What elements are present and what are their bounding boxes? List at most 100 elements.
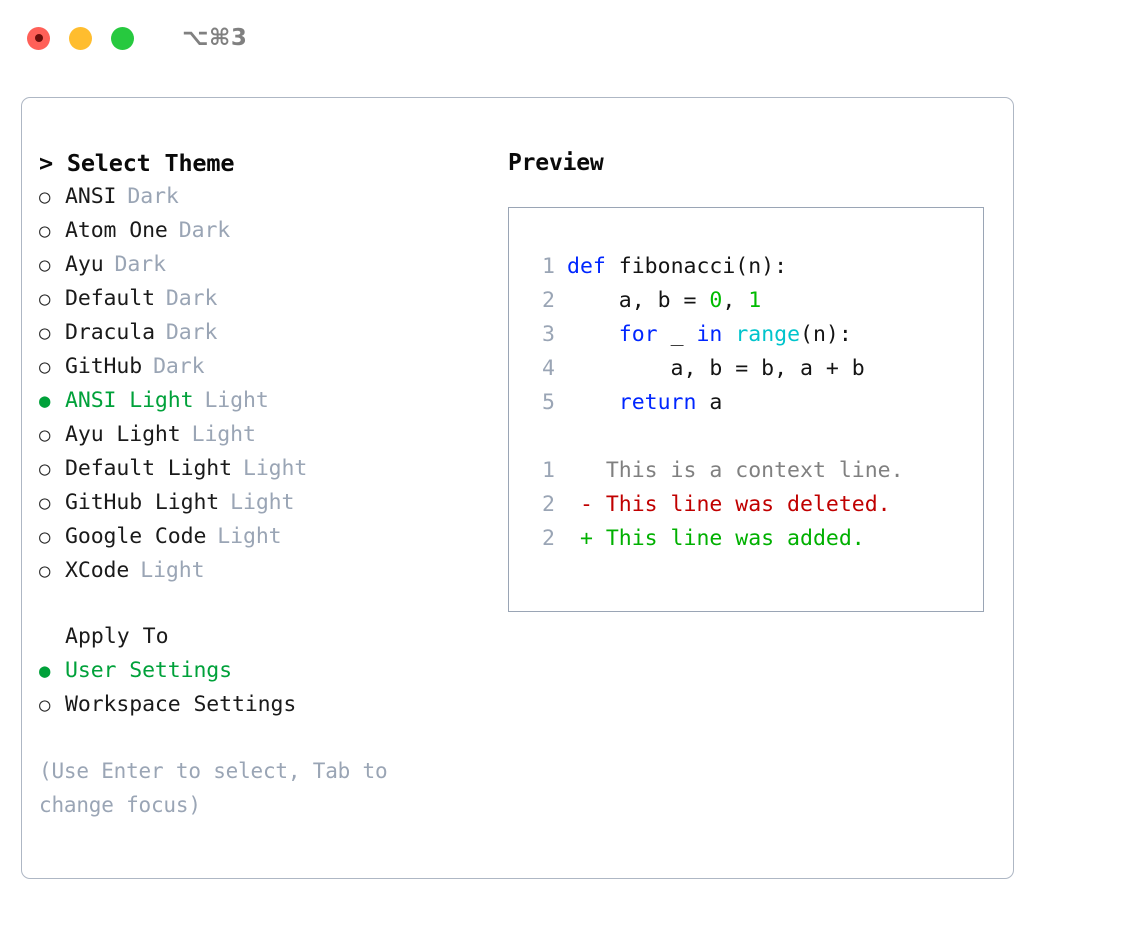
line-number: 2 bbox=[542, 288, 555, 313]
radio-unselected-icon: ○ bbox=[39, 322, 51, 344]
radio-unselected-icon: ○ bbox=[39, 288, 51, 310]
radio-unselected-icon: ○ bbox=[39, 560, 51, 582]
code-text: for _ in range(n): bbox=[567, 318, 852, 352]
option-tag: Light bbox=[242, 456, 308, 481]
option-tag: Dark bbox=[165, 286, 218, 311]
keyboard-shortcut-label: ⌥⌘3 bbox=[182, 25, 248, 51]
option-label: XCode bbox=[65, 558, 130, 583]
radio-unselected-icon: ○ bbox=[39, 458, 51, 480]
token-txt: (n): bbox=[800, 322, 852, 347]
token-kw: return bbox=[618, 390, 697, 415]
radio-unselected-icon: ○ bbox=[39, 694, 51, 716]
select-theme-heading: > Select Theme bbox=[39, 149, 235, 177]
token-txt: a, b = b, a + b bbox=[567, 356, 865, 381]
diff-text: - This line was deleted. bbox=[567, 492, 891, 517]
radio-unselected-icon: ○ bbox=[39, 356, 51, 378]
option-tag: Dark bbox=[153, 354, 205, 379]
minimize-button[interactable] bbox=[69, 26, 92, 50]
theme-option-atom-one[interactable]: ○ Atom One Dark bbox=[39, 214, 502, 248]
option-label: ANSI Light bbox=[65, 388, 194, 413]
diff-line: 1 This is a context line. bbox=[527, 454, 983, 488]
option-tag: Dark bbox=[114, 252, 166, 277]
option-tag: Light bbox=[230, 490, 295, 515]
radio-unselected-icon: ○ bbox=[39, 220, 51, 242]
option-tag: Dark bbox=[178, 218, 231, 243]
token-txt bbox=[567, 322, 619, 347]
token-fn: range bbox=[735, 322, 801, 347]
line-number: 1 bbox=[542, 254, 555, 279]
title-bar: ⌥⌘3 bbox=[0, 0, 1140, 76]
radio-unselected-icon: ○ bbox=[39, 186, 51, 208]
theme-option-xcode[interactable]: ○ XCode Light bbox=[39, 554, 502, 588]
token-txt bbox=[567, 390, 619, 415]
diff-line: 2 + This line was added. bbox=[527, 522, 983, 556]
code-line: 2 a, b = 0, 1 bbox=[527, 284, 983, 318]
radio-unselected-icon: ○ bbox=[39, 254, 51, 276]
token-kw: for bbox=[618, 322, 658, 347]
preview-heading: Preview bbox=[508, 150, 604, 176]
option-label: Dracula bbox=[65, 320, 155, 345]
option-label: ANSI bbox=[65, 184, 117, 209]
apply-option-user-settings[interactable]: ● User Settings bbox=[39, 654, 502, 688]
recording-indicator-icon bbox=[34, 34, 43, 42]
keyboard-hint-text: (Use Enter to select, Tab to change focu… bbox=[39, 759, 388, 817]
traffic-light-group bbox=[27, 26, 134, 50]
line-number: 3 bbox=[542, 322, 555, 347]
radio-selected-icon: ● bbox=[39, 660, 51, 682]
apply-to-option-list[interactable]: ● User Settings ○Workspace Settings bbox=[39, 654, 502, 722]
diff-sample-block: 1 This is a context line.2 - This line w… bbox=[527, 454, 983, 556]
option-label: GitHub bbox=[65, 354, 143, 379]
diff-line: 2 - This line was deleted. bbox=[527, 488, 983, 522]
radio-unselected-icon: ○ bbox=[39, 526, 51, 548]
option-tag: Light bbox=[140, 558, 205, 583]
option-label: Atom One bbox=[65, 218, 168, 243]
line-number: 2 bbox=[542, 526, 555, 551]
token-kw: in bbox=[696, 322, 723, 347]
diff-text: + This line was added. bbox=[567, 526, 865, 551]
section-spacer bbox=[39, 588, 502, 620]
theme-option-dracula[interactable]: ○ Dracula Dark bbox=[39, 316, 502, 350]
option-label: GitHub Light bbox=[65, 490, 220, 515]
token-kw: def bbox=[567, 254, 606, 279]
code-text: a, b = 0, 1 bbox=[567, 284, 761, 318]
token-txt: a, b = bbox=[567, 288, 710, 313]
option-label: Ayu Light bbox=[65, 422, 181, 447]
option-tag: Dark bbox=[165, 320, 218, 345]
token-txt: , bbox=[722, 288, 749, 313]
code-text: a, b = b, a + b bbox=[567, 352, 865, 386]
line-number: 1 bbox=[542, 458, 555, 483]
code-line: 3 for _ in range(n): bbox=[527, 318, 983, 352]
code-diff-spacer bbox=[527, 420, 983, 454]
theme-option-github[interactable]: ○ GitHub Dark bbox=[39, 350, 502, 384]
token-num: 0 bbox=[709, 288, 723, 313]
option-label: User Settings bbox=[65, 658, 232, 683]
apply-option-workspace-settings[interactable]: ○Workspace Settings bbox=[39, 688, 502, 722]
maximize-button[interactable] bbox=[111, 26, 134, 50]
code-text: return a bbox=[567, 386, 723, 420]
token-num: 1 bbox=[748, 288, 762, 313]
token-txt bbox=[606, 254, 619, 279]
option-tag: Light bbox=[204, 388, 269, 413]
close-button[interactable] bbox=[27, 26, 50, 50]
apply-to-heading: Apply To bbox=[65, 624, 169, 649]
token-txt bbox=[722, 322, 735, 347]
option-label: Google Code bbox=[65, 524, 207, 549]
option-tag: Light bbox=[191, 422, 256, 447]
code-line: 5 return a bbox=[527, 386, 983, 420]
code-line: 4 a, b = b, a + b bbox=[527, 352, 983, 386]
